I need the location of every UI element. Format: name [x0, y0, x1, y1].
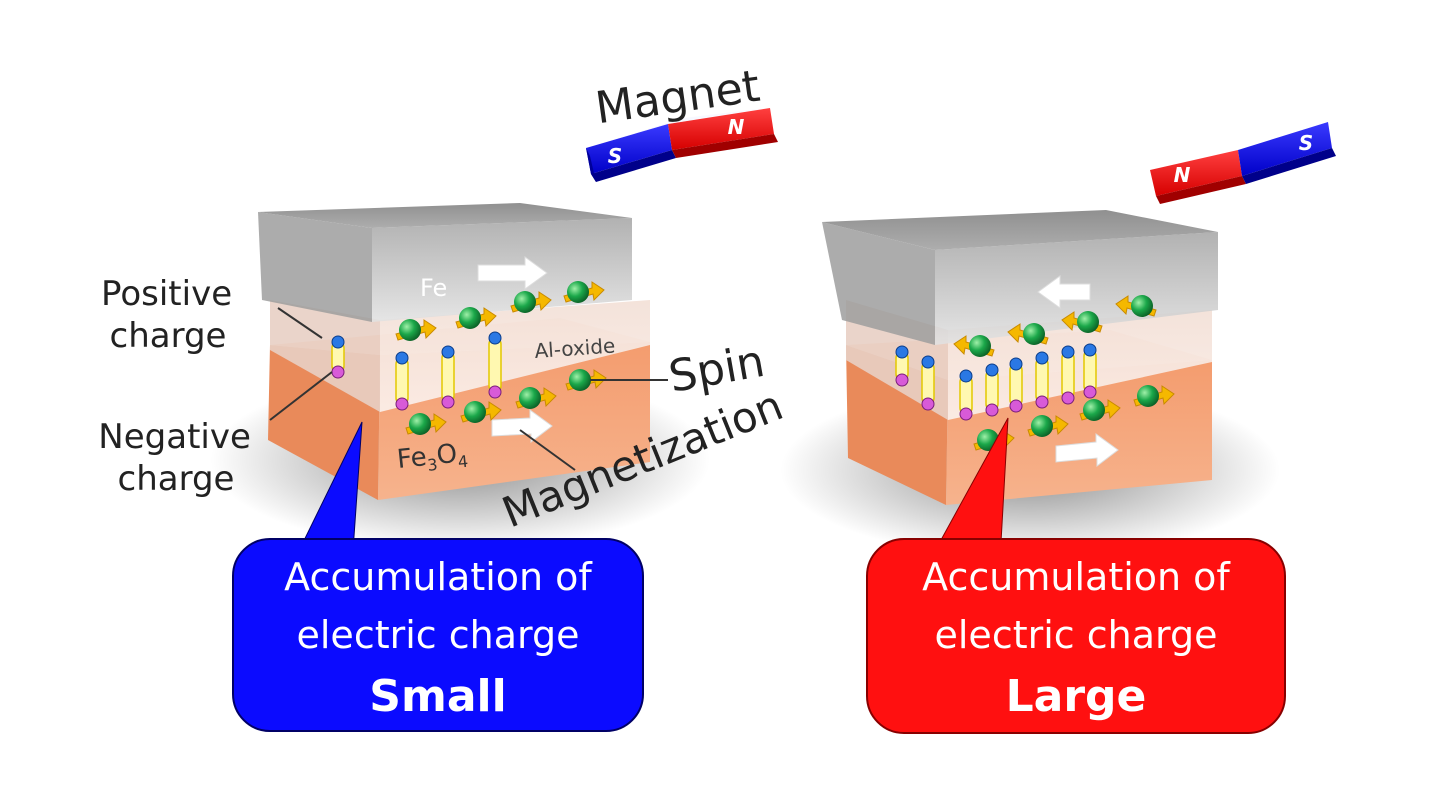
spin-electron [1133, 385, 1175, 407]
right-fe-arrow [1037, 275, 1091, 309]
right-panel [780, 122, 1336, 561]
fe-label: Fe [420, 274, 447, 302]
charge-pair [488, 331, 502, 399]
negative-charge-dot [441, 395, 455, 409]
left-magnet-pole-n: N [728, 115, 745, 139]
negative-charge-label: Negative charge [98, 417, 261, 499]
fe3o4-magnetization-arrow [491, 409, 553, 444]
positive-charge-dot [331, 335, 345, 349]
right-bubble-line1: Accumulation of [922, 555, 1230, 599]
positive-charge-dot [441, 345, 455, 359]
negative-charge-dot [985, 403, 999, 417]
fe-layer [258, 203, 632, 322]
positive-charge-dot [1083, 343, 1097, 357]
negative-charge-dot [488, 385, 502, 399]
spin-electron [1115, 295, 1157, 317]
fe3o4-label: Fe3O4 [396, 438, 469, 478]
spin-electron [565, 369, 607, 391]
positive-charge-dot [395, 351, 409, 365]
positive-charge-dot [959, 369, 973, 383]
negative-charge-dot [1061, 391, 1075, 405]
right-magnet-pole-s: S [1299, 131, 1313, 155]
positive-charge-dot [1061, 345, 1075, 359]
spin-electron [563, 281, 605, 303]
positive-charge-dot [488, 331, 502, 345]
left-charge-pairs [331, 331, 502, 411]
spin-electron [1061, 311, 1103, 333]
charge-pair [1009, 357, 1023, 413]
negative-charge-dot [895, 373, 909, 387]
charge-pair [921, 355, 935, 411]
spin-electron [515, 387, 557, 409]
al-oxide-label: Al-oxide [534, 333, 616, 363]
left-magnet [586, 108, 778, 182]
charge-pair [441, 345, 455, 409]
left-bubble-line1: Accumulation of [284, 555, 592, 599]
left-bubble-size: Small [369, 671, 507, 722]
positive-charge-dot [921, 355, 935, 369]
spin-electron [395, 319, 437, 341]
negative-charge-dot [1009, 399, 1023, 413]
right-fe3o4-arrow [1055, 433, 1119, 468]
negative-charge-dot [331, 365, 345, 379]
right-magnet-pole-n: N [1174, 163, 1191, 187]
positive-charge-dot [1035, 351, 1049, 365]
negative-charge-dot [959, 407, 973, 421]
charge-pair [1061, 345, 1075, 405]
charge-pair [1083, 343, 1097, 399]
right-result-bubble: Accumulation of electric charge Large [866, 538, 1286, 734]
left-panel [210, 108, 778, 566]
negative-charge-dot [395, 397, 409, 411]
spin-electron [953, 335, 995, 357]
spin-electron [1027, 415, 1069, 437]
spin-electron [1007, 323, 1049, 345]
charge-pair [395, 351, 409, 411]
negative-charge-dot [1083, 385, 1097, 399]
charge-pair [895, 345, 909, 387]
charge-pair [985, 363, 999, 417]
left-spins [395, 281, 607, 435]
right-bubble-size: Large [1005, 671, 1147, 722]
right-spins [953, 295, 1175, 451]
charge-pair [1035, 351, 1049, 409]
right-magnet [1150, 122, 1336, 204]
right-charge-pairs [895, 343, 1097, 421]
left-result-bubble: Accumulation of electric charge Small [232, 538, 644, 732]
spin-electron [405, 413, 447, 435]
positive-charge-label: Positive charge [101, 274, 243, 356]
spin-electron [460, 401, 502, 423]
right-bubble-line2: electric charge [934, 613, 1218, 657]
charge-pair [331, 335, 345, 379]
negative-charge-dot [921, 397, 935, 411]
spin-electron [510, 291, 552, 313]
spin-electron [455, 307, 497, 329]
charge-pair [959, 369, 973, 421]
negative-charge-dot [1035, 395, 1049, 409]
left-bubble-line2: electric charge [296, 613, 580, 657]
positive-charge-dot [985, 363, 999, 377]
left-magnet-pole-s: S [608, 144, 622, 168]
positive-charge-dot [895, 345, 909, 359]
spin-electron [1079, 399, 1121, 421]
fe-magnetization-arrow [477, 256, 548, 290]
positive-charge-dot [1009, 357, 1023, 371]
